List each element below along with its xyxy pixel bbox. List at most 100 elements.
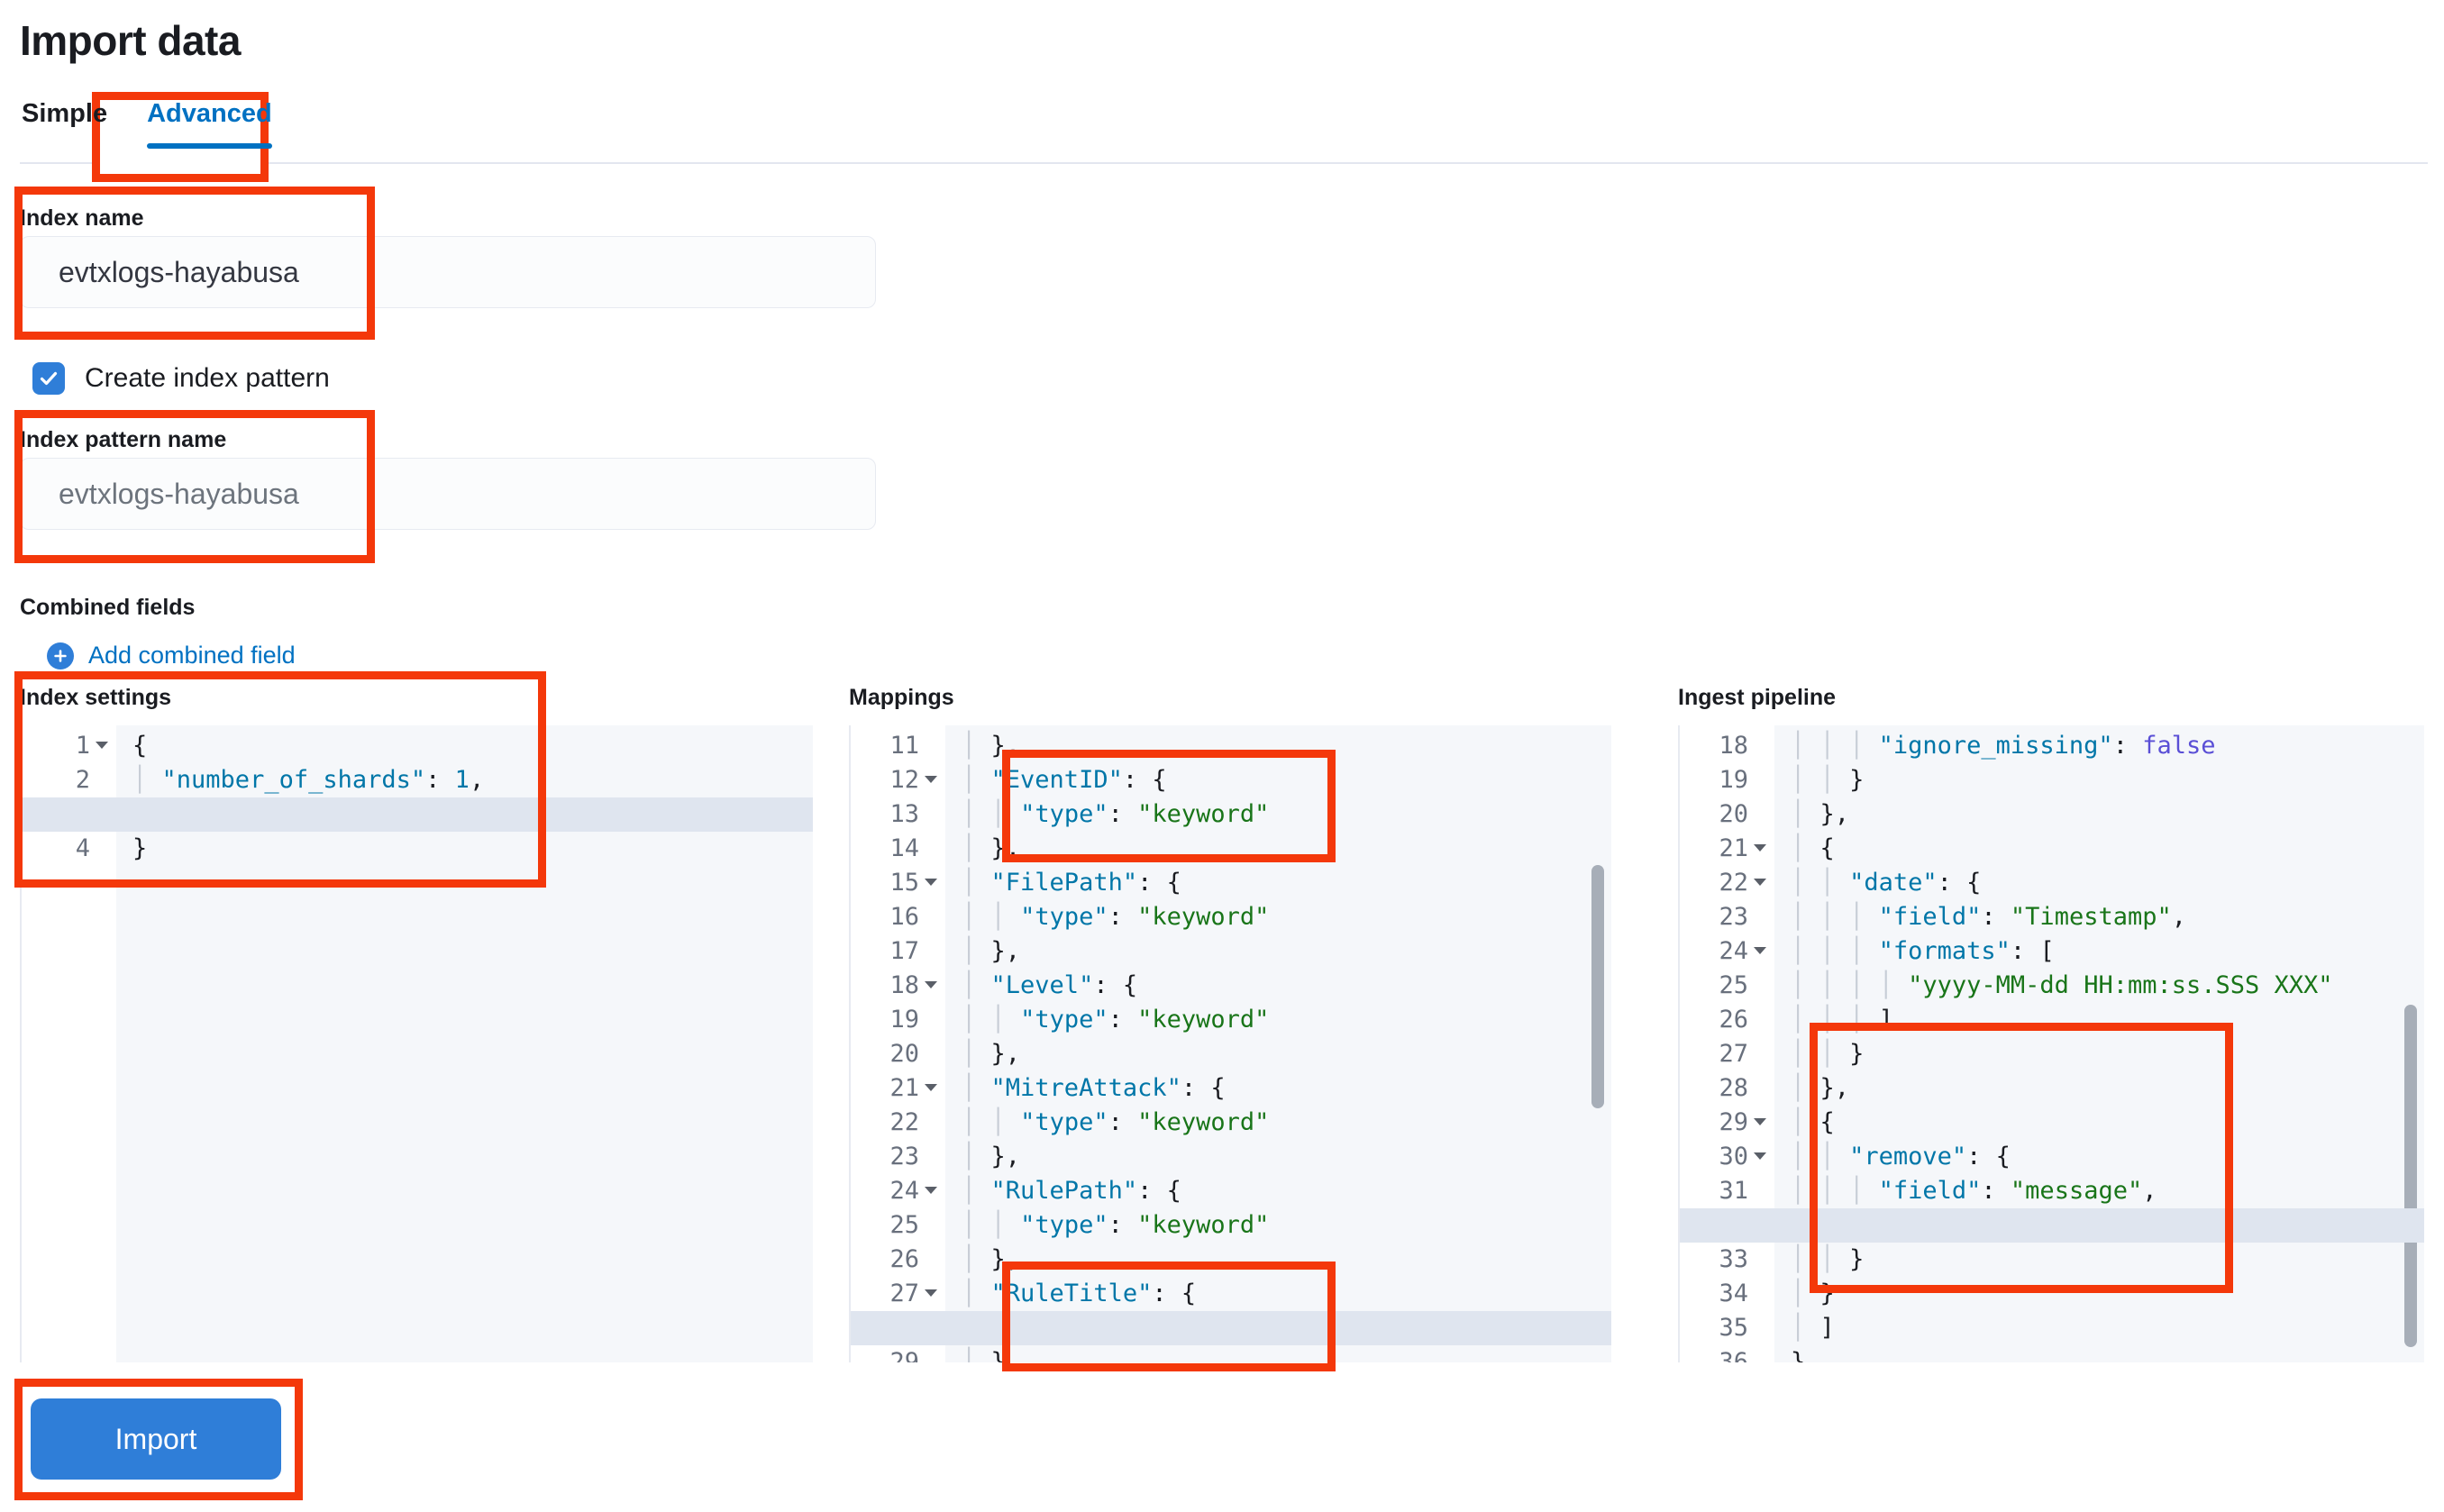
line-number: 25: [889, 1211, 919, 1239]
page-title: Import data: [20, 17, 241, 64]
code-line[interactable]: │ "FilePath": {: [962, 869, 1181, 897]
code-line[interactable]: │ │ "remove": {: [1791, 1143, 2011, 1170]
tab-advanced[interactable]: Advanced: [127, 99, 292, 149]
import-button[interactable]: Import: [31, 1398, 281, 1480]
code-line-row: [1680, 866, 2424, 900]
code-line[interactable]: }: [1791, 1348, 1806, 1362]
line-number: 20: [889, 1040, 919, 1068]
line-number: 16: [889, 903, 919, 931]
code-line[interactable]: │ ]: [1791, 1314, 1835, 1342]
code-line[interactable]: │ │ │ "field": "message",: [1791, 1177, 2157, 1205]
line-number: 21: [889, 1074, 919, 1102]
code-line-row: [851, 1345, 1611, 1362]
fold-chevron-down-icon[interactable]: [1754, 844, 1766, 852]
checkbox-checked-icon[interactable]: [32, 362, 65, 395]
create-index-pattern-label: Create index pattern: [85, 363, 330, 393]
line-number: 24: [1719, 937, 1748, 965]
line-number: 23: [1719, 903, 1748, 931]
code-line[interactable]: │ },: [962, 1143, 1021, 1170]
line-number: 33: [1719, 1245, 1748, 1273]
code-line[interactable]: │ │ "type": "keyword": [962, 1211, 1270, 1239]
index-name-label: Index name: [20, 205, 144, 231]
line-number: 22: [889, 1108, 919, 1136]
gutter: 11121314151617181920212223242526272829: [851, 725, 945, 1362]
fold-chevron-down-icon[interactable]: [1754, 1152, 1766, 1160]
fold-chevron-down-icon[interactable]: [1754, 947, 1766, 954]
code-line[interactable]: │ │ │ "field": "Timestamp",: [1791, 903, 2186, 931]
code-line[interactable]: │ │ "type": "keyword": [962, 800, 1270, 828]
code-line[interactable]: │ {: [1791, 834, 1835, 862]
code-line-row: [851, 969, 1611, 1003]
code-line[interactable]: │ },: [962, 1040, 1021, 1068]
line-number: 11: [889, 732, 919, 760]
ingest-pipeline-editor[interactable]: 18192021222324252627282930313233343536 │…: [1678, 725, 2424, 1362]
add-combined-field-button[interactable]: Add combined field: [47, 642, 296, 669]
code-line-row: [851, 1071, 1611, 1106]
code-line[interactable]: │ │ "type": "keyword": [962, 1108, 1270, 1136]
line-number: 12: [889, 766, 919, 794]
fold-chevron-down-icon[interactable]: [925, 1187, 937, 1194]
mappings-editor[interactable]: 11121314151617181920212223242526272829 │…: [849, 725, 1611, 1362]
line-number: 28: [1719, 1074, 1748, 1102]
code-line[interactable]: }: [132, 834, 148, 862]
code-line[interactable]: │ {: [1791, 1108, 1835, 1136]
line-number: 27: [889, 1280, 919, 1307]
code-line[interactable]: │ │ "type": "keyword": [962, 903, 1270, 931]
code-area[interactable]: │ │ │ "ignore_missing": false │ │ } │ }, │ …: [1774, 725, 2424, 1362]
line-number: 20: [1719, 800, 1748, 828]
fold-chevron-down-icon[interactable]: [1754, 1118, 1766, 1125]
fold-chevron-down-icon[interactable]: [1754, 879, 1766, 886]
code-area[interactable]: │ }, │ "EventID": { │ │ "type": "keyword" │…: [945, 725, 1611, 1362]
line-number: 21: [1719, 834, 1748, 862]
code-line-row: [1680, 1003, 2424, 1037]
code-line[interactable]: │ │ }: [1791, 1245, 1865, 1273]
add-combined-field-label: Add combined field: [88, 642, 296, 669]
index-name-input[interactable]: evtxlogs-hayabusa: [20, 236, 876, 308]
code-line[interactable]: {: [132, 732, 148, 760]
code-line[interactable]: │ "Level": {: [962, 971, 1138, 999]
code-line-row: [1680, 1277, 2424, 1311]
tab-simple[interactable]: Simple: [22, 99, 108, 128]
fold-chevron-down-icon[interactable]: [925, 1084, 937, 1091]
code-line-row: [851, 1311, 1611, 1345]
code-line-row: [851, 1277, 1611, 1311]
code-line-row: [851, 1208, 1611, 1243]
vertical-scrollbar[interactable]: [1591, 865, 1604, 1108]
fold-chevron-down-icon[interactable]: [925, 879, 937, 886]
code-line-row: [1680, 1311, 2424, 1345]
code-line-row: [22, 729, 813, 763]
code-line-row: [1680, 969, 2424, 1003]
line-number: 15: [889, 869, 919, 897]
plus-circle-icon: [47, 642, 74, 669]
code-line[interactable]: │ │ │ "formats": [: [1791, 937, 2055, 965]
code-line-row: [1680, 1140, 2424, 1174]
code-line[interactable]: │ │ │ "ignore_missing": false: [1791, 732, 2216, 760]
code-line[interactable]: │ │ }: [1791, 766, 1865, 794]
create-index-pattern-row[interactable]: Create index pattern: [32, 362, 330, 395]
code-line[interactable]: │ },: [1791, 1074, 1850, 1102]
code-line[interactable]: │ "MitreAttack": {: [962, 1074, 1226, 1102]
code-line[interactable]: │ "EventID": {: [962, 766, 1167, 794]
code-line[interactable]: │ "RuleTitle": {: [962, 1280, 1197, 1307]
code-line[interactable]: │ │ │ │ "yyyy-MM-dd HH:mm:ss.SSS XXX": [1791, 971, 2333, 999]
index-settings-editor[interactable]: 1234 {│ "number_of_shards": 1,│ "number_…: [20, 725, 813, 1362]
code-line[interactable]: │ },: [962, 937, 1021, 965]
code-line-row: [851, 797, 1611, 832]
code-line[interactable]: │ │ }: [1791, 1040, 1865, 1068]
fold-chevron-down-icon[interactable]: [925, 1289, 937, 1297]
vertical-scrollbar[interactable]: [2404, 1005, 2417, 1347]
code-line-row: [851, 1003, 1611, 1037]
code-line[interactable]: │ "RulePath": {: [962, 1177, 1181, 1205]
code-line[interactable]: │ │ "date": {: [1791, 869, 1982, 897]
code-line[interactable]: │ │ "type": "keyword": [962, 1006, 1270, 1034]
fold-chevron-down-icon[interactable]: [96, 742, 108, 749]
code-line[interactable]: │ },: [1791, 800, 1850, 828]
fold-chevron-down-icon[interactable]: [925, 776, 937, 783]
combined-fields-label: Combined fields: [20, 595, 196, 620]
line-number: 1: [75, 732, 90, 760]
line-number: 24: [889, 1177, 919, 1205]
code-line-row: [22, 832, 813, 866]
code-line[interactable]: │ "number_of_shards": 1,: [132, 766, 485, 794]
fold-chevron-down-icon[interactable]: [925, 981, 937, 988]
index-pattern-name-input[interactable]: evtxlogs-hayabusa: [20, 458, 876, 530]
